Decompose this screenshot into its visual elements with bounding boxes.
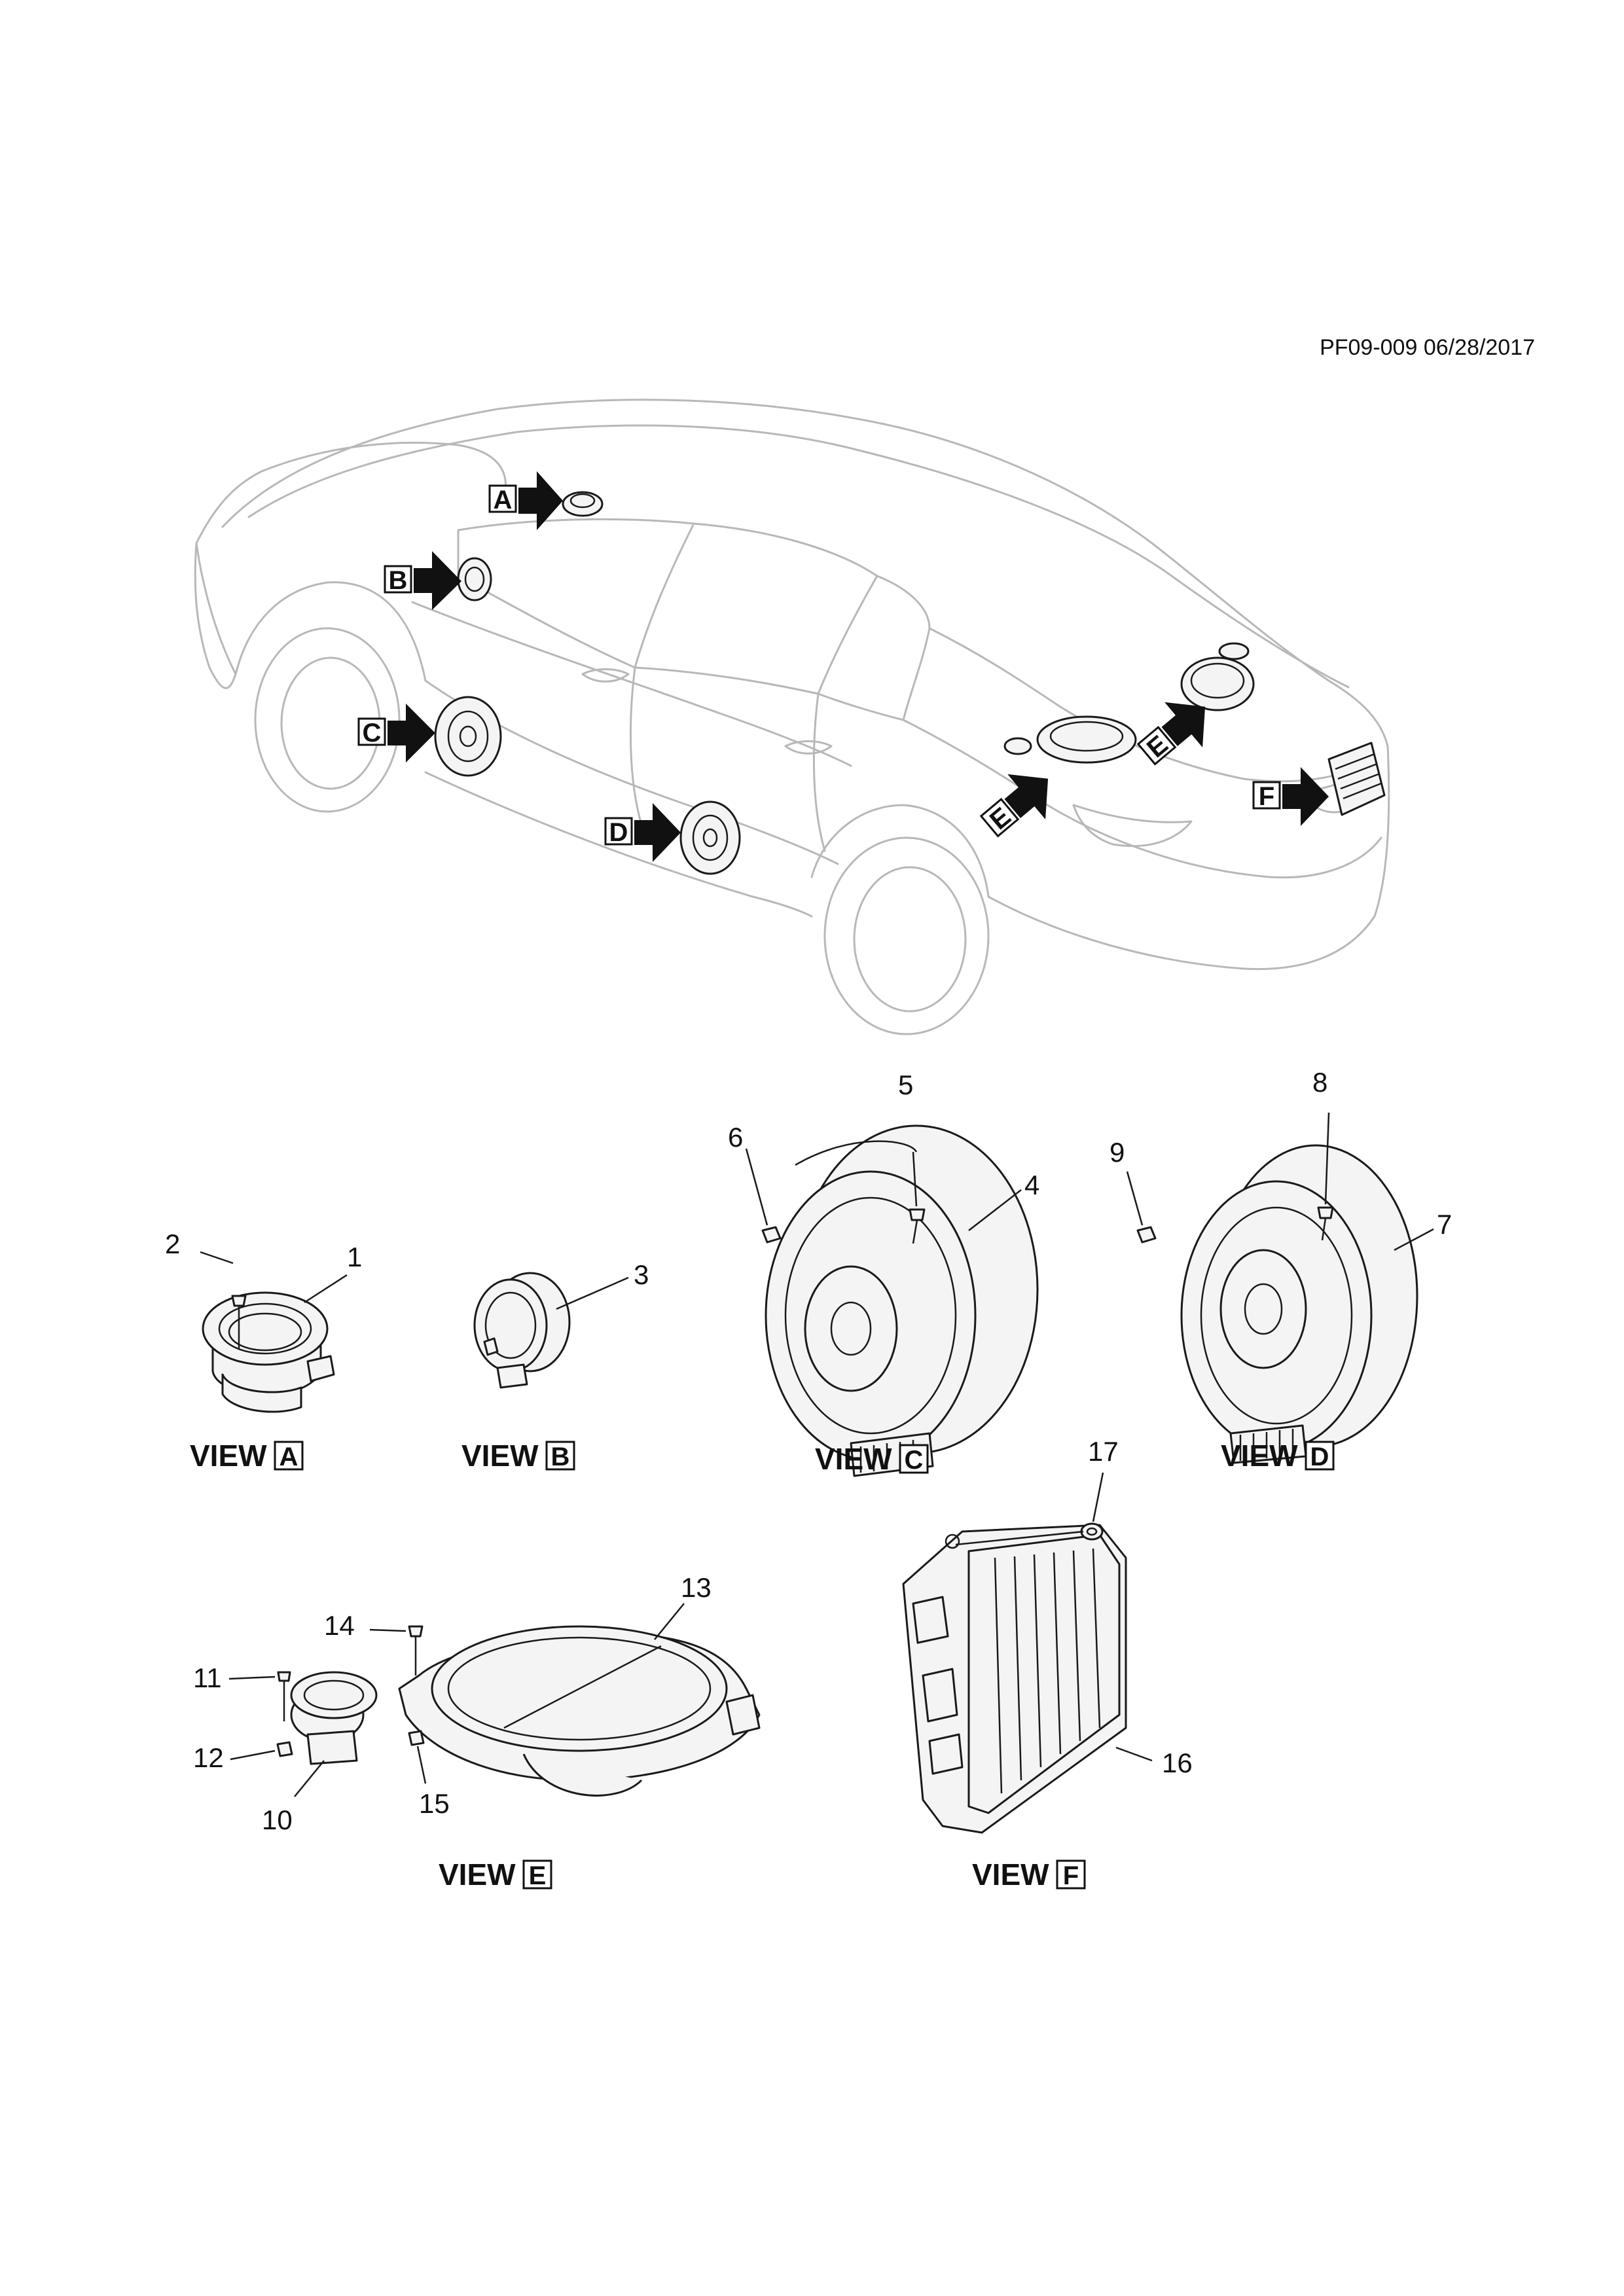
part-number-9: 9 [1110, 1137, 1125, 1168]
callout-f-letter: F [1259, 782, 1274, 811]
leader-2 [200, 1251, 234, 1265]
part-number-17: 17 [1088, 1436, 1119, 1467]
overview-speaker-c [434, 696, 502, 777]
view-f-amplifier [902, 1524, 1127, 1834]
callout-d: D [604, 803, 681, 862]
view-e-nut-12 [276, 1741, 293, 1757]
part-number-7: 7 [1437, 1209, 1452, 1240]
leader-4 [968, 1189, 1022, 1231]
car-outline [194, 399, 1390, 1035]
part-number-1: 1 [347, 1242, 362, 1272]
view-d-nut [1136, 1226, 1157, 1244]
view-c-door-speaker [765, 1124, 1039, 1477]
view-e-screw-14 [408, 1625, 424, 1676]
leader-13 [654, 1603, 685, 1640]
part-number-13: 13 [681, 1572, 712, 1603]
view-a-label: VIEW [190, 1439, 267, 1473]
view-d-letter: D [1310, 1443, 1329, 1471]
view-a-letter: A [280, 1443, 298, 1471]
leader-14 [369, 1628, 406, 1632]
view-e-label: VIEW [439, 1857, 516, 1892]
view-e-tweeter [290, 1671, 378, 1765]
view-e-screw-11 [277, 1671, 291, 1721]
part-number-2: 2 [165, 1229, 180, 1259]
view-d-label: VIEW [1221, 1439, 1298, 1473]
reference-code: PF09-009 06/28/2017 [1320, 335, 1535, 360]
part-number-16: 16 [1162, 1748, 1193, 1778]
leader-1 [304, 1274, 348, 1304]
view-b-letter: B [551, 1443, 570, 1471]
view-a-tweeter-assembly [202, 1291, 335, 1413]
callout-a: A [488, 471, 563, 530]
leader-8 [1324, 1112, 1330, 1205]
part-number-8: 8 [1312, 1067, 1327, 1098]
view-c-letter: C [905, 1446, 924, 1475]
overview-speaker-b [457, 557, 492, 601]
view-c-nut [761, 1226, 782, 1244]
callout-c: C [357, 704, 435, 762]
callout-d-letter: D [609, 818, 628, 847]
leader-5 [912, 1151, 918, 1207]
view-b-caption: VIEW B [461, 1439, 575, 1473]
part-number-4: 4 [1024, 1170, 1039, 1200]
view-e-caption: VIEW E [439, 1857, 552, 1892]
view-a-screw [231, 1295, 247, 1348]
leader-15 [416, 1746, 427, 1784]
overview-speaker-a [562, 491, 604, 517]
leader-16 [1115, 1746, 1153, 1762]
callout-e-left: E [979, 774, 1049, 838]
view-c-label: VIEW [815, 1442, 892, 1476]
view-d-door-speaker [1180, 1144, 1418, 1464]
part-number-14: 14 [324, 1610, 355, 1641]
view-d-caption: VIEW D [1221, 1439, 1335, 1473]
leader-6 [745, 1148, 768, 1226]
leader-11 [228, 1676, 276, 1680]
overview-speaker-e-right [1180, 642, 1255, 711]
callout-a-letter: A [494, 486, 513, 514]
view-a-caption: VIEW A [190, 1439, 304, 1473]
leader-12 [230, 1749, 276, 1761]
part-number-11: 11 [193, 1662, 222, 1693]
leader-3 [556, 1276, 629, 1310]
view-d-screw [1317, 1206, 1334, 1241]
leader-17 [1092, 1472, 1104, 1522]
callout-f: F [1252, 767, 1329, 826]
part-number-5: 5 [898, 1069, 913, 1100]
overview-speaker-d [679, 800, 741, 875]
callout-b-letter: B [389, 566, 408, 595]
part-number-15: 15 [419, 1788, 450, 1819]
callout-b: B [384, 551, 461, 610]
callout-e-right: E [1136, 702, 1206, 766]
part-number-6: 6 [728, 1122, 743, 1153]
view-e-rear-shelf-speaker [398, 1625, 761, 1797]
view-f-nut-17 [955, 1522, 1104, 1546]
view-b-label: VIEW [461, 1439, 539, 1473]
view-e-letter: E [529, 1861, 547, 1890]
leader-10 [294, 1760, 325, 1797]
overview-amplifier-f [1327, 742, 1386, 816]
view-c-screw [909, 1208, 926, 1244]
view-f-letter: F [1063, 1861, 1079, 1890]
leader-9 [1126, 1171, 1144, 1226]
callout-c-letter: C [363, 719, 382, 747]
part-number-3: 3 [634, 1259, 649, 1290]
overview-speaker-e-left [1003, 715, 1137, 764]
view-b-tweeter [473, 1272, 571, 1389]
view-c-caption: VIEW C [815, 1442, 929, 1476]
view-e-nut-15 [408, 1730, 425, 1746]
leader-7 [1394, 1228, 1434, 1251]
part-number-10: 10 [262, 1804, 293, 1835]
part-number-12: 12 [193, 1742, 224, 1773]
view-f-caption: VIEW F [972, 1857, 1086, 1892]
view-f-label: VIEW [972, 1857, 1049, 1892]
